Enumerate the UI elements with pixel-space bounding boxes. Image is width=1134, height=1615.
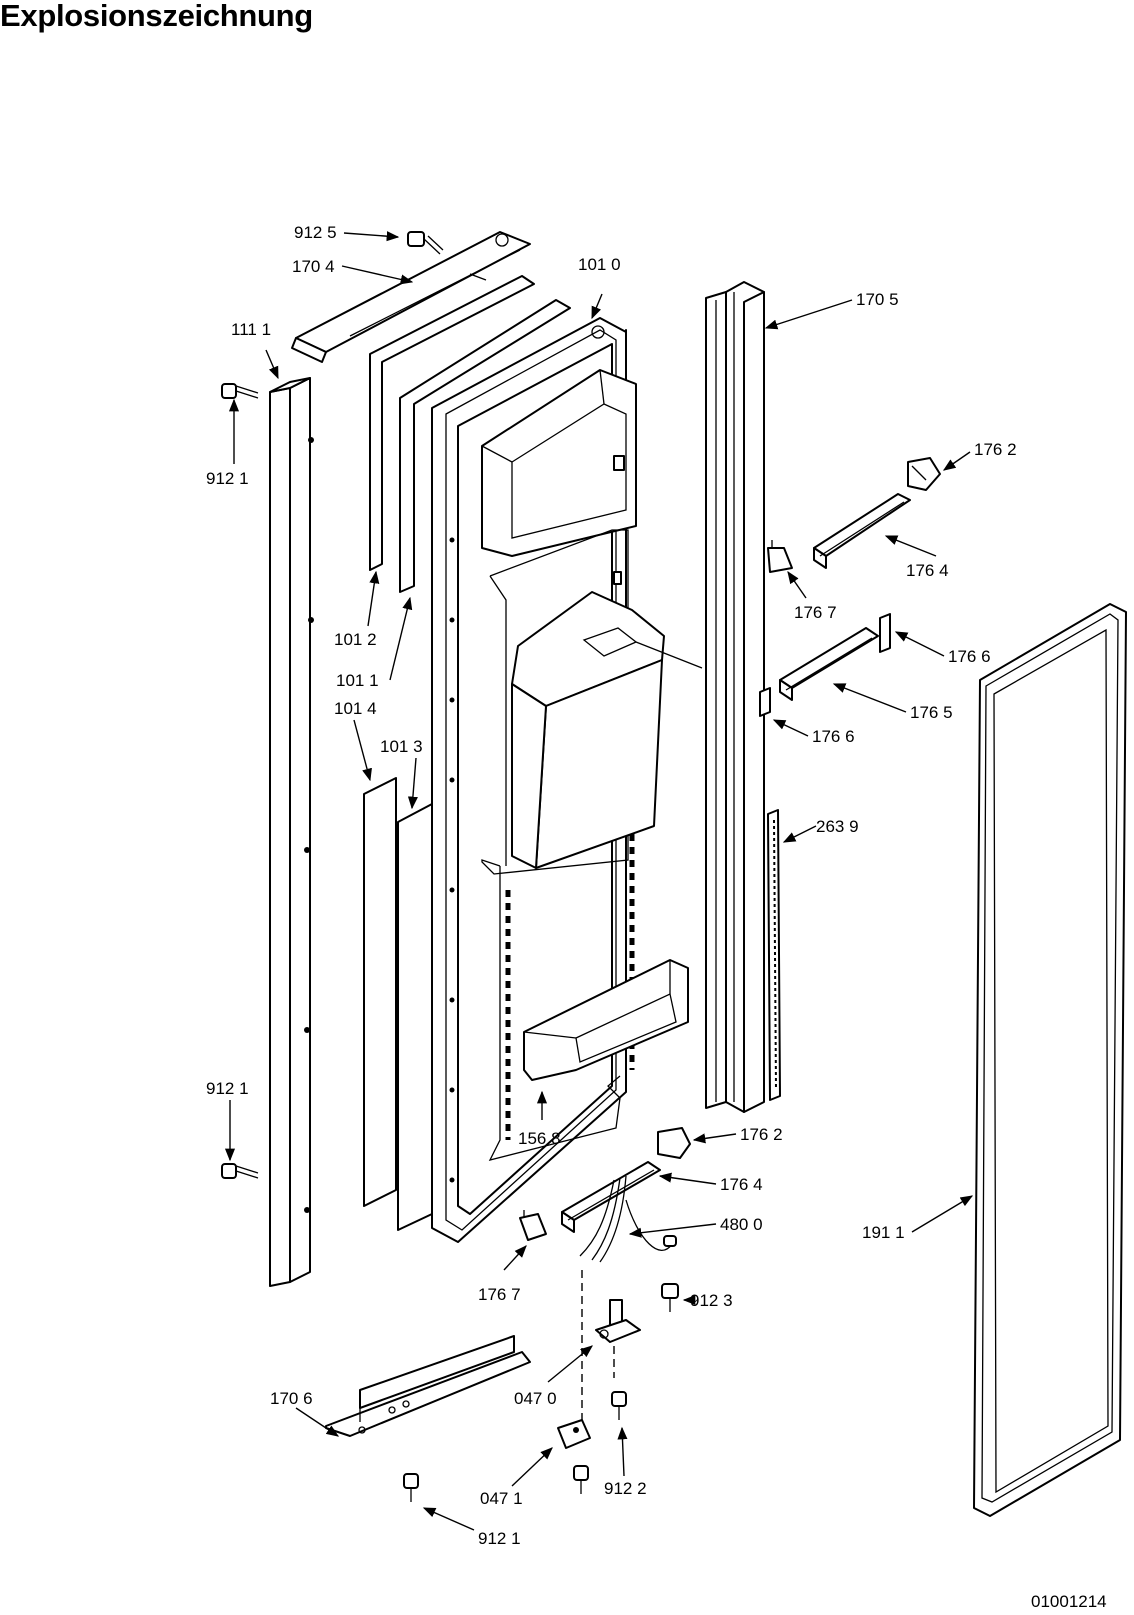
guide-rail-part (779, 627, 879, 701)
vertical-strip-part (767, 809, 781, 1101)
right-side-rail-part (705, 281, 765, 1113)
part-label-101-2: 101 2 (334, 630, 377, 649)
clip-part (907, 457, 941, 491)
dispenser-chute-part (511, 591, 703, 869)
part-labels: 912 5 170 4 101 0 170 5 111 1 912 1 176 … (206, 223, 1017, 1548)
drawing-number: 01001214 (1031, 1592, 1107, 1611)
part-label-170-4: 170 4 (292, 257, 335, 276)
screw-part (221, 383, 259, 399)
part-label-480-0: 480 0 (720, 1215, 763, 1234)
screw-part (403, 1473, 419, 1502)
part-label-111-1: 111 1 (231, 320, 271, 339)
screw-part (661, 1283, 679, 1312)
leader-lines (224, 231, 974, 1531)
screw-part (221, 1163, 259, 1179)
part-label-176-5: 176 5 (910, 703, 953, 722)
bracket-part (767, 540, 793, 573)
part-label-176-7-lower: 176 7 (478, 1285, 521, 1304)
lower-panel-part (363, 777, 397, 1207)
insulation-panel-part (369, 275, 535, 571)
screw-part (611, 1391, 627, 1420)
part-label-176-4-lower: 176 4 (720, 1175, 763, 1194)
page-title: Explosionszeichnung (0, 0, 313, 33)
insulation-panel-part (399, 299, 571, 593)
part-label-047-0: 047 0 (514, 1389, 557, 1408)
bracket-part (519, 1210, 547, 1241)
part-label-263-9: 263 9 (816, 817, 859, 836)
part-label-176-4-top: 176 4 (906, 561, 949, 580)
part-label-191-1: 191 1 (862, 1223, 905, 1242)
door-bin-part (523, 959, 689, 1081)
part-label-912-1-top: 912 1 (206, 469, 249, 488)
hinge-part (557, 1419, 591, 1449)
part-label-912-1-middle: 912 1 (206, 1079, 249, 1098)
part-label-912-3: 912 3 (690, 1291, 733, 1310)
screw-part (407, 231, 444, 255)
part-label-912-2: 912 2 (604, 1479, 647, 1498)
part-label-101-0: 101 0 (578, 255, 621, 274)
part-label-170-5: 170 5 (856, 290, 899, 309)
part-label-156-8: 156 8 (518, 1129, 561, 1148)
part-label-170-6: 170 6 (270, 1389, 313, 1408)
part-label-101-3: 101 3 (380, 737, 423, 756)
part-label-176-2-top: 176 2 (974, 440, 1017, 459)
part-label-101-1: 101 1 (336, 671, 379, 690)
stop-part (879, 613, 891, 653)
lower-panel-part (397, 803, 433, 1231)
bottom-bracket-part (325, 1335, 531, 1437)
wire-harness-part (579, 1175, 677, 1263)
screw-part (573, 1465, 589, 1494)
part-label-912-1-bottom: 912 1 (478, 1529, 521, 1548)
dispenser-housing-part (481, 369, 637, 557)
stop-part (759, 687, 771, 717)
part-label-176-7-top: 176 7 (794, 603, 837, 622)
guide-rail-part (813, 493, 911, 569)
part-label-047-1: 047 1 (480, 1489, 523, 1508)
clip-part (657, 1127, 691, 1159)
door-gasket-part (973, 603, 1127, 1517)
left-side-rail-part (269, 377, 314, 1287)
part-label-176-2-lower: 176 2 (740, 1125, 783, 1144)
part-label-176-6-lower: 176 6 (812, 727, 855, 746)
top-bracket-part (291, 231, 531, 363)
part-label-912-5: 912 5 (294, 223, 337, 242)
part-label-101-4: 101 4 (334, 699, 377, 718)
part-label-176-6-upper: 176 6 (948, 647, 991, 666)
liner-outline-part (481, 529, 629, 1161)
